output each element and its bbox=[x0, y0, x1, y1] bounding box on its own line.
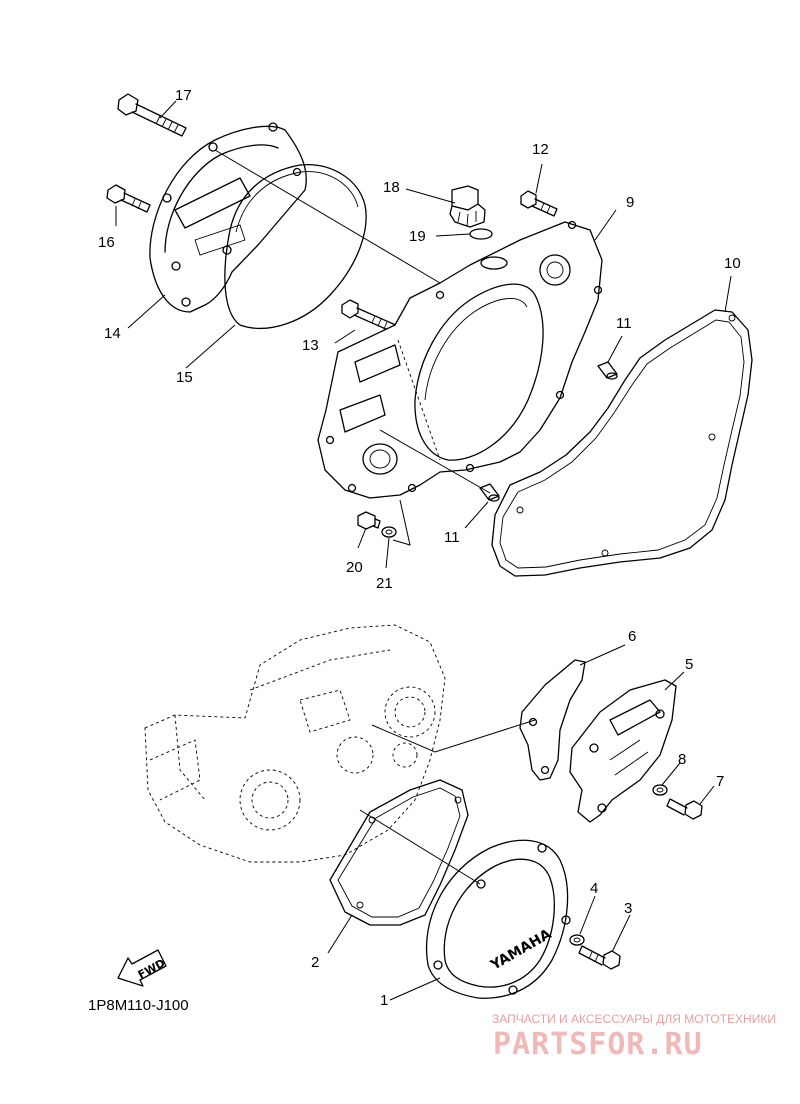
part-9-crankcase-cover bbox=[317, 220, 603, 499]
callout-8: 8 bbox=[678, 751, 686, 768]
callout-11-upper: 11 bbox=[616, 315, 632, 332]
callout-1: 1 bbox=[380, 992, 388, 1009]
part-16-bolt bbox=[106, 184, 151, 213]
callout-17: 17 bbox=[175, 87, 192, 104]
callout-10: 10 bbox=[724, 255, 741, 272]
callout-5: 5 bbox=[685, 656, 693, 673]
callout-13: 13 bbox=[302, 337, 319, 354]
callout-21: 21 bbox=[376, 575, 393, 592]
callout-19: 19 bbox=[409, 228, 426, 245]
callout-12: 12 bbox=[532, 141, 549, 158]
callout-15: 15 bbox=[176, 369, 193, 386]
callout-4: 4 bbox=[590, 880, 598, 897]
part-19-o-ring bbox=[469, 228, 493, 240]
part-2-generator-gasket bbox=[329, 779, 469, 926]
part-4-washer bbox=[569, 934, 585, 946]
part-5-sprocket-cover bbox=[569, 679, 677, 823]
callout-numbers: 17 16 14 15 18 19 12 9 10 11 13 11 20 21… bbox=[98, 87, 741, 1009]
part-11-dowel-pin-a bbox=[597, 361, 618, 380]
callout-20: 20 bbox=[346, 559, 363, 576]
fwd-direction-arrow: FWD bbox=[117, 949, 167, 987]
part-18-oil-filler-cap bbox=[449, 185, 486, 228]
part-1-generator-cover: YAMAHA bbox=[425, 839, 571, 999]
callout-3: 3 bbox=[624, 900, 632, 917]
callout-6: 6 bbox=[628, 628, 636, 645]
callout-7: 7 bbox=[716, 773, 724, 790]
watermark-tagline: ЗАПЧАСТИ И АКСЕССУАРЫ ДЛЯ МОТОТЕХНИКИ bbox=[492, 1012, 776, 1026]
callout-9: 9 bbox=[626, 194, 634, 211]
part-3-bolt bbox=[578, 945, 621, 970]
part-20-drain-bolt bbox=[357, 511, 381, 530]
part-21-washer bbox=[381, 526, 397, 538]
part-14-outer-clutch-cover bbox=[149, 122, 307, 313]
callout-18: 18 bbox=[383, 179, 400, 196]
part-17-bolt bbox=[117, 93, 187, 137]
diagram-code: 1P8M110-J100 bbox=[88, 997, 189, 1014]
part-7-bolt bbox=[666, 798, 703, 820]
leader-lines bbox=[115, 100, 732, 1001]
part-11-dowel-pin-b bbox=[479, 483, 500, 502]
part-8-washer bbox=[652, 784, 668, 796]
watermark-site: PARTSFOR.RU bbox=[493, 1027, 703, 1062]
part-10-crankcase-gasket bbox=[491, 309, 753, 577]
part-15-cover-gasket bbox=[224, 164, 367, 329]
callout-2: 2 bbox=[311, 954, 319, 971]
engine-crankcase bbox=[144, 624, 446, 863]
part-12-bolt bbox=[520, 190, 558, 217]
callout-14: 14 bbox=[104, 325, 121, 342]
callout-16: 16 bbox=[98, 234, 115, 251]
callout-11-lower: 11 bbox=[444, 529, 460, 546]
